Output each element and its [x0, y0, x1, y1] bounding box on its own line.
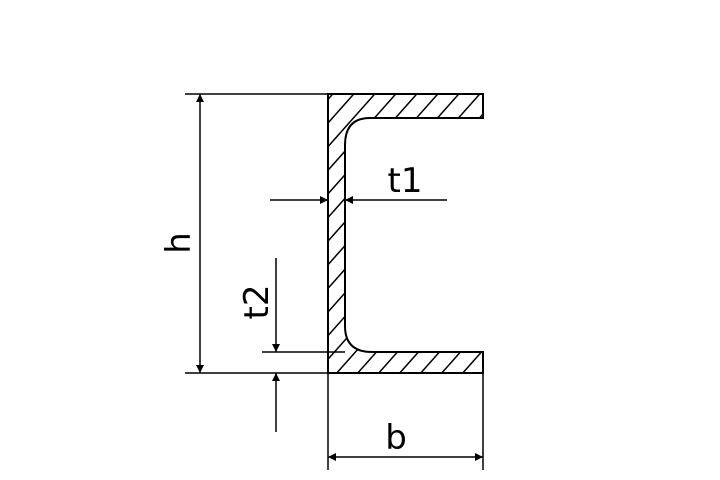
hatch-line	[328, 94, 483, 373]
hatch-line	[336, 94, 483, 373]
hatch-line	[328, 94, 406, 373]
hatch-line	[568, 60, 720, 420]
hatch-line	[328, 94, 483, 373]
hatch-line	[328, 94, 483, 373]
section-hatching	[0, 60, 720, 420]
web-thickness-label: t1	[388, 161, 423, 201]
hatch-line	[328, 94, 483, 373]
hatch-line	[462, 94, 483, 373]
hatch-line	[328, 94, 385, 373]
hatch-line	[420, 94, 483, 373]
hatch-line	[328, 94, 364, 373]
hatch-line	[378, 94, 483, 373]
height-label: h	[159, 232, 199, 254]
hatch-line	[328, 94, 483, 373]
channel-section-outline	[327, 93, 484, 374]
hatch-line	[399, 94, 483, 373]
hatch-line	[547, 60, 720, 420]
hatch-line	[505, 60, 720, 420]
width-label: b	[385, 418, 407, 458]
hatch-line	[526, 60, 720, 420]
hatch-line	[357, 94, 483, 373]
hatch-line	[328, 94, 427, 373]
hatch-line	[484, 60, 720, 420]
hatch-line	[328, 94, 483, 373]
hatch-line	[0, 60, 300, 420]
flange-thickness-label: t2	[237, 285, 277, 320]
